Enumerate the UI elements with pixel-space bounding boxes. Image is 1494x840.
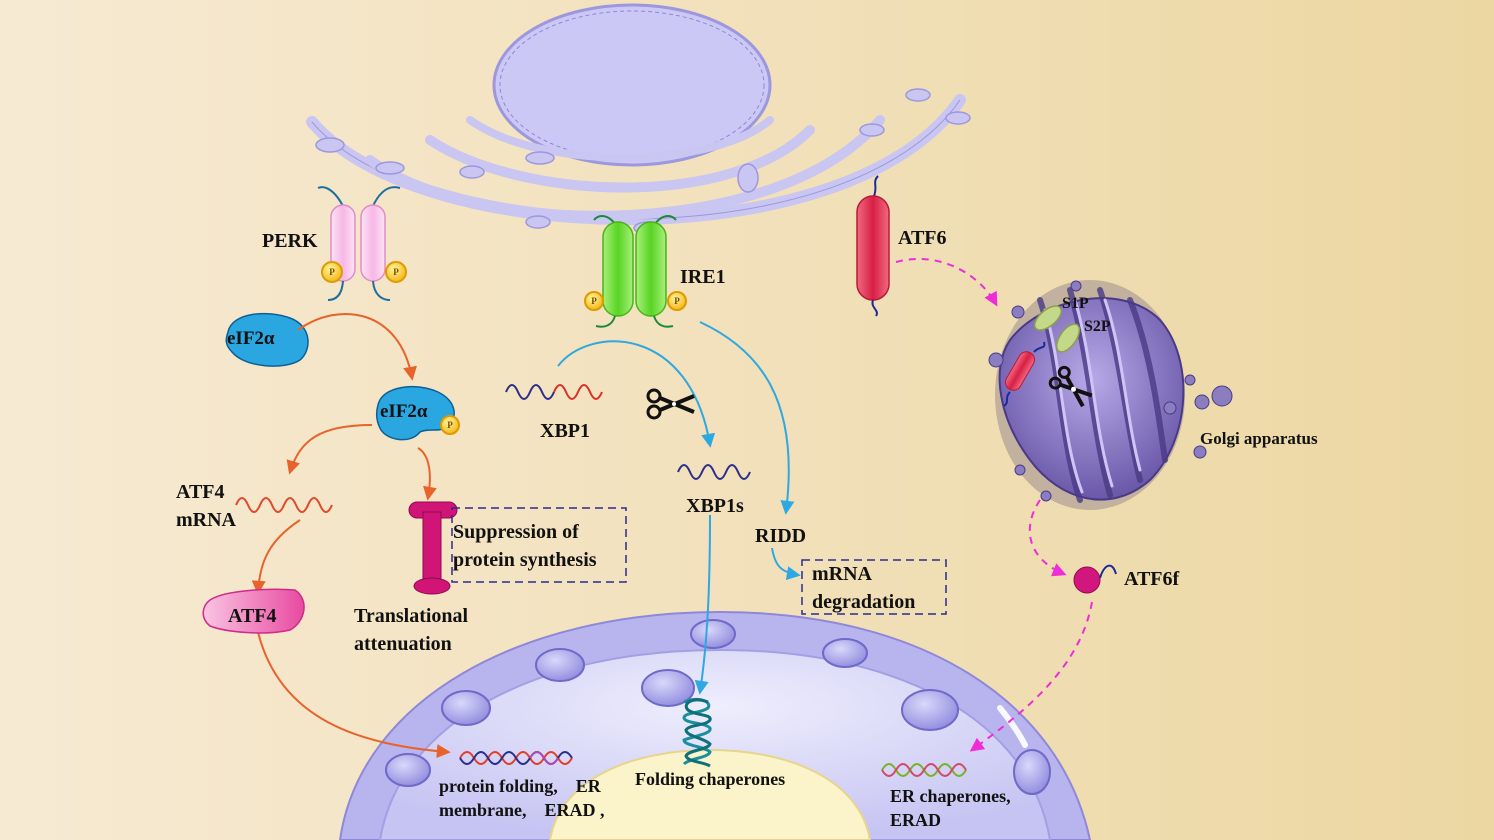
dna-helix-icon (682, 698, 712, 768)
atf4-mrna-wave (235, 497, 333, 513)
atf6-receptor (856, 175, 890, 317)
atf6f-label: ATF6f (1124, 568, 1180, 590)
er-chaperones-label-1: ER chaperones, (890, 786, 1011, 806)
suppression-label-2: protein synthesis (453, 549, 597, 571)
xbp1s-wave (677, 464, 751, 480)
folding-chaperones-label: Folding chaperones (635, 769, 785, 789)
golgi-to-atf6f-arrow (1028, 499, 1067, 577)
atf6f-to-nucleus-arrow (969, 601, 1093, 752)
svg-text:P: P (591, 296, 597, 306)
golgi-label: Golgi apparatus (1200, 429, 1318, 448)
ridd-label: RIDD (755, 525, 806, 547)
phospho-icon (667, 291, 687, 311)
s2p-protease (1055, 323, 1081, 353)
dna-left-icon (459, 751, 573, 765)
mrna-degradation-label-2: degradation (812, 591, 915, 613)
xbp1-label: XBP1 (540, 420, 590, 442)
atf4-protein (202, 588, 305, 634)
phospho-icon (584, 291, 604, 311)
phospho-icon (440, 415, 460, 435)
scissors-icon (646, 388, 695, 420)
xbp1-wave-tail (553, 384, 603, 400)
atf6-label: ATF6 (898, 227, 947, 249)
atf6f-protein (1073, 566, 1101, 594)
endoplasmic-reticulum (306, 3, 971, 235)
perk-pathway-arrows (251, 312, 451, 759)
s2p-label: S2P (1084, 318, 1111, 335)
nucleus (338, 610, 1092, 840)
perk-receptor: P P (317, 186, 407, 301)
mrna-degradation-box (801, 559, 947, 615)
ire1-pathway-arrows (557, 321, 801, 695)
dna-right-icon (881, 763, 967, 777)
mrna-degradation-label-1: mRNA (812, 563, 873, 585)
nucleus-left-label-1: protein folding, ER (439, 776, 602, 796)
translational-label-2: attenuation (354, 633, 452, 655)
atf4-label: ATF4 (228, 605, 277, 627)
svg-text:P: P (674, 296, 680, 306)
atf4-mrna-label-2: mRNA (176, 509, 237, 531)
translational-block-icon (408, 501, 458, 595)
eif2a-1 (225, 312, 309, 367)
translational-label-1: Translational (354, 605, 469, 627)
s1p-label: S1P (1062, 295, 1089, 312)
svg-text:P: P (329, 267, 335, 277)
s1p-protease (1033, 305, 1063, 331)
xbp1s-label: XBP1s (686, 495, 744, 517)
perk-label: PERK (262, 230, 318, 252)
svg-text:P: P (447, 420, 453, 430)
svg-text:P: P (393, 267, 399, 277)
nucleus-left-label-2: membrane, ERAD , (439, 800, 604, 820)
eif2a-2: P (375, 385, 460, 441)
ire1-receptor: P P (584, 215, 687, 328)
atf4-mrna-label: ATF4 (176, 481, 225, 503)
er-chaperones-label-2: ERAD (890, 810, 941, 830)
atf6-in-golgi (1003, 341, 1046, 407)
eif2a-1-label: eIF2α (227, 328, 275, 349)
scissors-icon (1048, 365, 1093, 408)
atf6-to-golgi-arrow (895, 257, 998, 307)
eif2a-2-label: eIF2α (380, 401, 428, 422)
xbp1-wave (505, 384, 555, 400)
nuclear-pores (385, 619, 1051, 795)
phospho-icon (321, 261, 343, 283)
ire1-label: IRE1 (680, 266, 726, 288)
phospho-icon (385, 261, 407, 283)
suppression-label-1: Suppression of (453, 521, 579, 543)
suppression-box (451, 507, 627, 583)
